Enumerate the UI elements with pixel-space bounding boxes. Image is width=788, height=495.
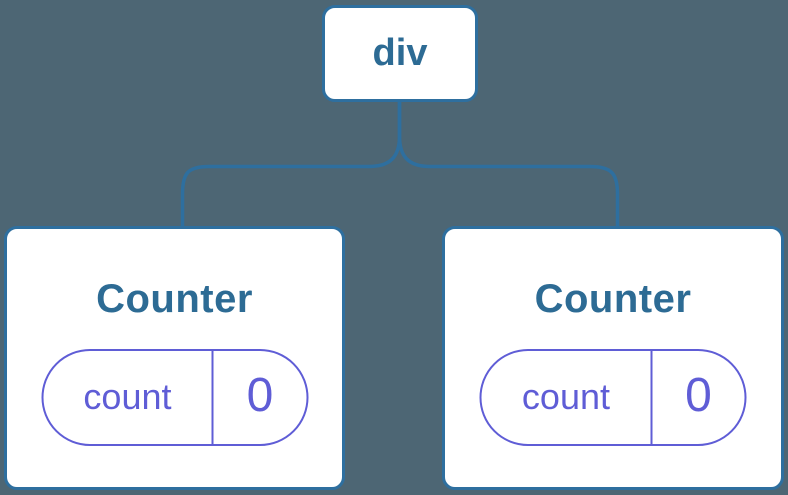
state-pill: count 0	[41, 349, 308, 446]
state-value: 0	[246, 369, 274, 422]
connector-left-branch	[180, 99, 402, 229]
state-pill: count 0	[479, 349, 747, 446]
root-node-label: div	[372, 32, 428, 74]
tree-node-counter-1: Counter count 0	[4, 226, 345, 490]
state-key: count	[43, 351, 214, 444]
component-name: Counter	[534, 277, 692, 321]
component-name: Counter	[96, 277, 253, 321]
state-value: 0	[685, 369, 712, 422]
tree-node-div: div	[322, 5, 478, 102]
tree-node-counter-2: Counter count 0	[442, 226, 784, 490]
connector-right-branch	[397, 99, 620, 229]
state-key: count	[482, 351, 653, 444]
